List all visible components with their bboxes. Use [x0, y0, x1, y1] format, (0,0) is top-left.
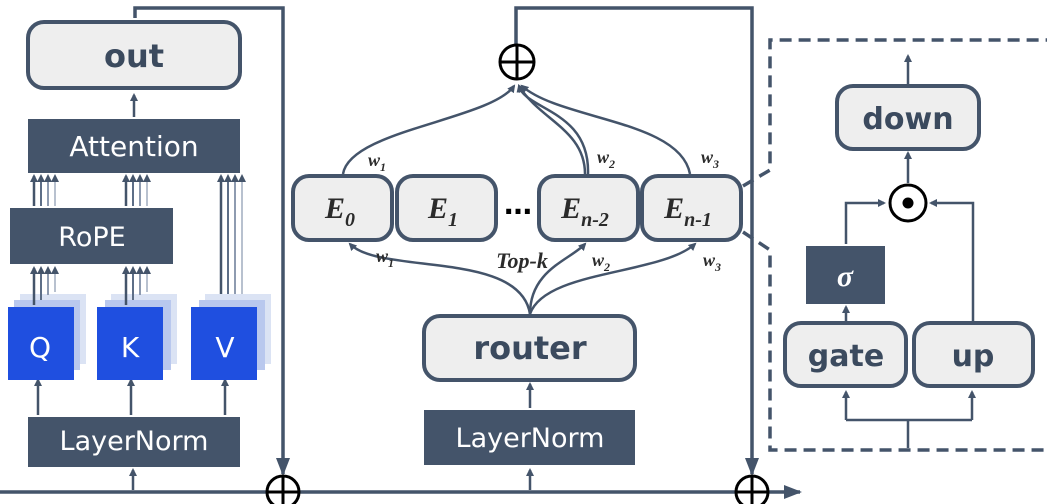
expert-en-1[interactable]: En-1 — [640, 174, 743, 242]
expert-en-2-sub: n-2 — [581, 209, 609, 231]
v-projection-stack: V — [191, 294, 271, 380]
sigma-box — [806, 246, 885, 304]
bottom-weight-3-base: w — [703, 250, 716, 270]
experts-ellipsis: … — [504, 188, 532, 221]
svg-text:w3: w3 — [701, 147, 719, 171]
k-box — [97, 307, 163, 380]
expert-sum-icon — [498, 43, 536, 81]
svg-text:w1: w1 — [376, 246, 394, 270]
moe-layernorm-label: LayerNorm — [456, 423, 605, 454]
q-projection-stack: Q — [8, 294, 86, 380]
svg-text:En-2: En-2 — [560, 192, 609, 231]
expert-to-sum-arrows — [341, 84, 692, 175]
expert-e0-base: E — [324, 192, 345, 225]
up-box — [912, 321, 1035, 388]
rope-to-attention-arrows — [30, 174, 246, 294]
v-label: V — [215, 331, 234, 364]
rope-label: RoPE — [58, 222, 125, 253]
elementwise-multiply-icon — [888, 183, 928, 223]
attention-layernorm-label: LayerNorm — [60, 426, 209, 457]
router-to-expert-arrows — [348, 242, 697, 315]
expert-e0-sub: 0 — [345, 209, 355, 231]
attention-layernorm-box — [28, 417, 240, 467]
router-label: router — [473, 329, 587, 367]
topk-label: Top-k — [496, 248, 548, 273]
svg-text:w1: w1 — [368, 150, 386, 174]
out-box — [26, 20, 242, 90]
gate-label: gate — [808, 339, 884, 374]
top-weight-1-base: w — [368, 150, 381, 170]
attention-box — [28, 119, 240, 173]
expert-e1-base: E — [427, 192, 448, 225]
expert-en-2-base: E — [560, 192, 581, 225]
svg-text:w2: w2 — [592, 250, 610, 274]
out-label: out — [104, 37, 164, 75]
v-box — [191, 307, 257, 380]
down-label: down — [862, 102, 953, 137]
expert-en-1-base: E — [663, 192, 684, 225]
bottom-weight-1-sub: 1 — [388, 256, 394, 270]
top-weight-3-base: w — [701, 147, 714, 167]
rope-box — [10, 208, 173, 264]
expert-en-2[interactable]: En-2 — [537, 174, 640, 242]
svg-text:w3: w3 — [703, 250, 721, 274]
qk-to-rope-arrows — [30, 266, 151, 305]
residual-add-icon-1 — [265, 474, 301, 504]
residual-stream — [0, 6, 802, 504]
sigma-label: σ — [837, 260, 854, 293]
bottom-weight-2-sub: 2 — [603, 260, 610, 274]
bottom-weight-1-base: w — [376, 246, 389, 266]
top-weight-2-sub: 2 — [608, 157, 615, 171]
expert-detail-panel: gate up σ down — [742, 38, 1047, 452]
q-box — [8, 307, 74, 380]
top-weight-3-sub: 3 — [712, 157, 719, 171]
up-label: up — [952, 339, 995, 374]
expert-e1[interactable]: E1 — [395, 174, 498, 242]
gate-box — [783, 321, 908, 388]
down-box — [835, 84, 981, 151]
expert-en-1-sub: n-1 — [684, 209, 712, 231]
svg-text:E0: E0 — [324, 192, 355, 231]
attention-block: LayerNorm Q K V — [8, 20, 271, 490]
residual-add-icon-2 — [734, 474, 770, 504]
expert-e0[interactable]: E0 — [291, 174, 394, 242]
svg-text:E1: E1 — [427, 192, 458, 231]
moe-block: LayerNorm router E0 E1 … En-2 En-1 — [291, 43, 743, 490]
svg-text:En-1: En-1 — [663, 192, 712, 231]
k-label: K — [121, 331, 140, 364]
bottom-weight-2-base: w — [592, 250, 605, 270]
top-weight-1-sub: 1 — [380, 160, 386, 174]
bottom-weight-3-sub: 3 — [714, 260, 721, 274]
moe-layernorm-box — [424, 410, 635, 465]
attention-label: Attention — [69, 130, 198, 163]
router-box[interactable] — [422, 314, 637, 382]
expert-e1-sub: 1 — [448, 209, 458, 231]
svg-text:w2: w2 — [597, 147, 615, 171]
q-label: Q — [29, 331, 51, 364]
top-weight-2-base: w — [597, 147, 610, 167]
k-projection-stack: K — [97, 294, 177, 380]
